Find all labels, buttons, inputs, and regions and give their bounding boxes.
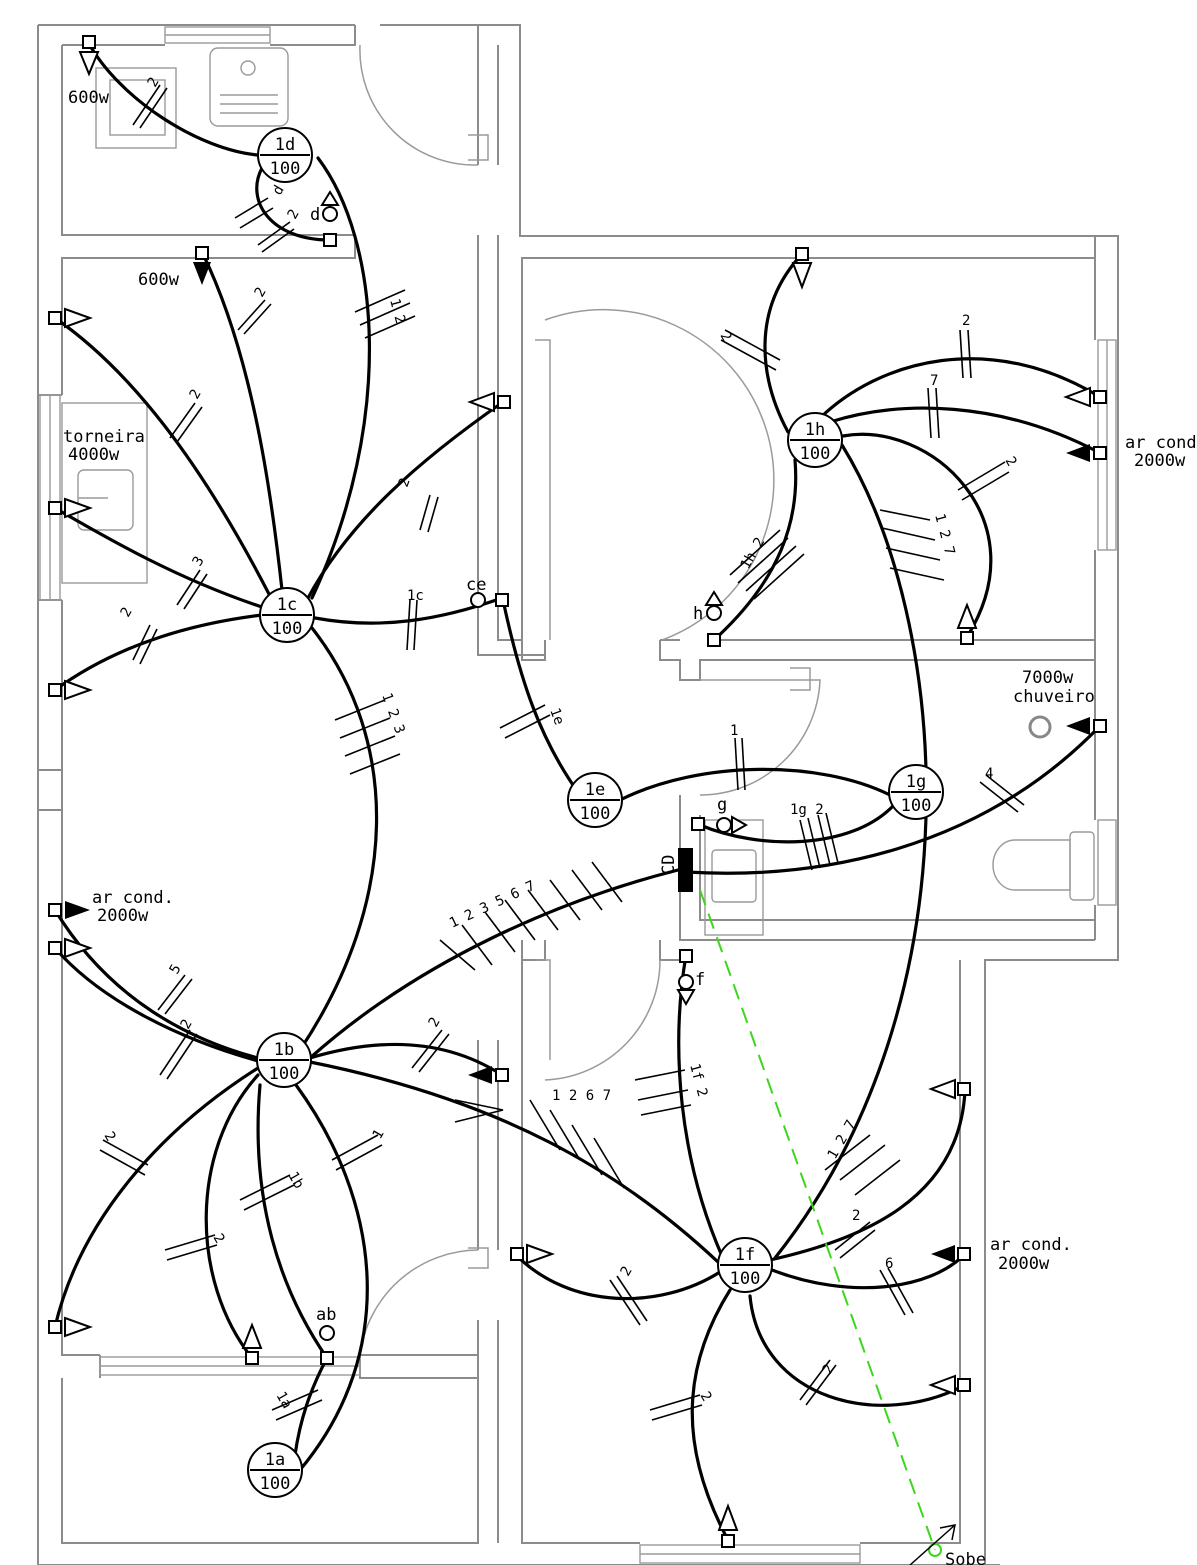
load-label: chuveiro: [1013, 687, 1095, 707]
light-power: 100: [800, 444, 831, 464]
doors: [359, 44, 821, 1356]
switch-label: g: [717, 795, 727, 815]
switch-label: ab: [316, 1305, 336, 1325]
entry-arrow-icon: [454, 1099, 504, 1123]
conduit-tag: 2: [210, 1231, 228, 1246]
light-power: 100: [272, 619, 303, 639]
conduit-tag: 1 2 7: [825, 1117, 860, 1162]
conduit-ticks: [99, 84, 1025, 1421]
light-power: 100: [580, 804, 611, 824]
load-label: 4000w: [68, 445, 120, 465]
light-1a: 1a 100: [247, 1442, 303, 1498]
light-id: 1a: [265, 1450, 285, 1470]
conduit-tag: 1c: [407, 588, 424, 604]
light-1f: 1f 100: [717, 1237, 773, 1293]
light-1c: 1c 100: [259, 587, 315, 643]
load-label: 2000w: [998, 1254, 1050, 1274]
light-id: 1d: [275, 135, 295, 155]
load-label: 2000w: [97, 906, 149, 926]
conduit-tag: 2: [820, 1362, 838, 1377]
conduit-tag: 3: [190, 554, 208, 569]
light-1d: 1d 100: [257, 127, 313, 183]
distribution-panel: [678, 848, 693, 892]
panel-label: CD: [659, 855, 679, 875]
conduit-tags: 2 d 2 1 2 2 2 3 2 2 1c 1 2 3 1e 1 1g 2 4…: [101, 75, 1020, 1412]
light-id: 1g: [906, 772, 926, 792]
load-label: torneira: [63, 427, 145, 447]
riser-circle: [928, 1543, 942, 1557]
conduit-tag: 1h 2: [738, 535, 769, 572]
fixtures: [61, 47, 1095, 936]
switch-label: f: [695, 970, 705, 990]
light-1b: 1b 100: [256, 1032, 312, 1088]
load-label: 2000w: [1134, 451, 1186, 471]
conduit-tag: 5: [167, 962, 185, 977]
load-label: ar cond: [1125, 433, 1197, 453]
light-id: 1b: [274, 1040, 294, 1060]
conduit-tag: 2: [852, 1208, 860, 1224]
light-1e: 1e 100: [567, 772, 623, 828]
conduit-tag: 2: [426, 1015, 444, 1030]
light-1g: 1g 100: [888, 764, 944, 820]
light-power: 100: [901, 796, 932, 816]
conduit-tag: 2: [252, 285, 270, 300]
switches: [319, 190, 749, 1341]
conduit-tag: 1g 2: [790, 802, 824, 818]
conduit-tag: 1b: [285, 1169, 307, 1192]
conduit-tag: 2: [697, 1389, 715, 1404]
conduit-tag: 1 2 6 7: [552, 1088, 611, 1104]
conduit-tag: 2: [285, 207, 303, 222]
conduit-tag: 2: [101, 1129, 119, 1144]
conduit-tag: 2: [187, 387, 205, 402]
outlets: [48, 35, 1107, 1548]
riser-line: [699, 889, 936, 1551]
load-label: 7000w: [1022, 668, 1074, 688]
riser-label: Sobe: [945, 1550, 986, 1565]
light-power: 100: [269, 1064, 300, 1084]
conduit-tag: 2: [145, 75, 163, 90]
conduit-tag: 4: [985, 766, 993, 782]
light-power: 100: [730, 1269, 761, 1289]
conduit-tag: 7: [930, 373, 938, 389]
light-id: 1e: [585, 780, 605, 800]
conduit-tag: 6: [885, 1256, 893, 1272]
switch-label: h: [693, 604, 703, 624]
light-power: 100: [260, 1474, 291, 1494]
conduit-tag: 1 2: [386, 297, 408, 326]
conduit-tag: 2: [118, 605, 136, 620]
light-id: 1c: [277, 595, 297, 615]
conduit-tag: 1 2 3: [378, 691, 407, 736]
load-label: ar cond.: [92, 888, 174, 908]
conduit-tag: 2: [1002, 454, 1020, 469]
annotations: 600w 600w torneira 4000w ar cond. 2000w …: [63, 88, 1197, 1565]
load-label: 600w: [68, 88, 110, 108]
lights-layer: 1d 100 1c 100 1e 100 1g 100 1h 100: [247, 127, 944, 1498]
switch-label: ce: [466, 575, 486, 595]
light-power: 100: [270, 159, 301, 179]
conduit-tag: d: [270, 183, 288, 198]
riser-arrow-icon: [909, 1524, 956, 1565]
light-id: 1f: [735, 1245, 755, 1265]
conduit-tag: 1a: [273, 1389, 295, 1412]
load-label: 600w: [138, 270, 180, 290]
conduit-tag: 1f 2: [686, 1062, 710, 1099]
load-label: ar cond.: [990, 1235, 1072, 1255]
conduit-tag: 2: [618, 1264, 636, 1279]
conduit-tag: 1: [370, 1127, 388, 1142]
light-id: 1h: [805, 420, 825, 440]
conduit-tag: 2: [962, 313, 970, 329]
conduit-tag: 1: [730, 723, 738, 739]
conduit-tag: 1 2 7: [931, 512, 957, 557]
switch-label: d: [310, 205, 320, 225]
conduit-tag: 1e: [546, 706, 567, 727]
light-1h: 1h 100: [787, 412, 843, 468]
